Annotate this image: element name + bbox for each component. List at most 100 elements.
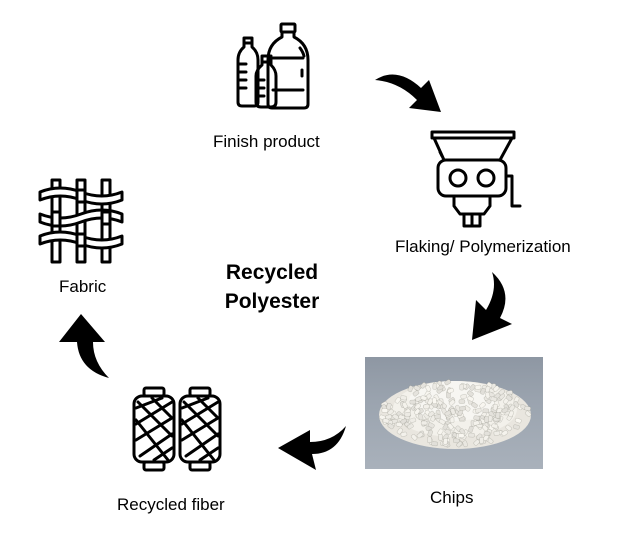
- chip-pellet: [420, 395, 428, 401]
- chip-pellet: [407, 385, 414, 393]
- chip-pellet: [409, 399, 417, 405]
- chip-pellet: [467, 395, 474, 402]
- chip-pellet: [414, 408, 421, 415]
- chip-pellet: [495, 412, 501, 419]
- chip-pellet: [480, 387, 486, 395]
- chip-pellet: [473, 439, 480, 446]
- plastic-chips-photo: [365, 357, 543, 469]
- chip-pellet: [474, 384, 482, 390]
- chip-pellet: [413, 385, 421, 391]
- chip-pellet: [392, 413, 399, 420]
- chip-pellet: [468, 432, 475, 438]
- chip-pellet: [454, 404, 462, 412]
- chip-pellet: [459, 405, 466, 411]
- chip-pellet: [498, 393, 506, 400]
- diagram-title: Recycled Polyester: [212, 258, 332, 316]
- chip-pellet: [468, 425, 474, 433]
- chip-pellet: [395, 421, 403, 428]
- chip-pellet: [381, 408, 389, 413]
- chip-pellet: [508, 410, 515, 418]
- chip-pellet: [485, 391, 491, 399]
- chip-pellet: [492, 403, 498, 411]
- chip-pellet: [404, 411, 412, 417]
- chip-pellet: [525, 410, 532, 417]
- chip-pellet: [444, 379, 452, 386]
- chip-pellet: [484, 416, 489, 423]
- chip-pellet: [457, 433, 465, 438]
- stage-label-finish-product: Finish product: [213, 132, 320, 151]
- chip-pellet: [428, 410, 435, 418]
- chip-pellet: [505, 424, 512, 432]
- chip-pellet: [431, 441, 438, 447]
- arrow-flaking-to-chips: [470, 272, 516, 342]
- chip-pellet: [400, 431, 408, 437]
- chip-pellet: [513, 401, 520, 408]
- title-line-1: Recycled: [225, 261, 319, 284]
- chip-pellet: [434, 413, 441, 420]
- chip-pellet: [469, 384, 476, 391]
- chip-pellet: [420, 420, 428, 426]
- chip-pellet: [398, 414, 406, 420]
- title-line-2: Polyester: [224, 290, 320, 313]
- chip-pellet: [387, 408, 394, 416]
- bottles-icon: [236, 22, 312, 110]
- chip-pellet: [474, 407, 482, 414]
- chip-pellet: [505, 394, 513, 402]
- chip-pellet: [425, 385, 432, 392]
- chip-pellet: [450, 408, 456, 415]
- chip-pellet: [458, 399, 466, 404]
- chip-pellet: [444, 410, 452, 417]
- woven-fabric-icon: [38, 178, 124, 264]
- chip-pellet: [409, 417, 417, 423]
- chip-pellet: [382, 418, 390, 424]
- chip-pellet: [459, 383, 465, 391]
- chip-pellet: [442, 423, 449, 431]
- chip-pellet: [394, 397, 402, 404]
- arrow-chips-to-fiber: [276, 424, 348, 474]
- chip-pellet: [460, 393, 468, 400]
- chip-pellet: [501, 407, 509, 414]
- chip-pellet: [407, 423, 414, 430]
- chip-pellet: [491, 423, 499, 429]
- chip-pellet: [513, 424, 520, 430]
- chip-pellet: [385, 414, 392, 420]
- chip-pellet: [447, 423, 454, 430]
- chips-pile: [379, 379, 532, 449]
- chip-pellet: [412, 390, 420, 397]
- chip-pellet: [386, 402, 392, 410]
- chip-pellet: [400, 395, 407, 401]
- chip-pellet: [467, 390, 474, 397]
- chip-pellet: [420, 382, 427, 389]
- chip-pellet: [422, 403, 430, 410]
- stage-label-flaking: Flaking/ Polymerization: [395, 237, 571, 256]
- chip-pellet: [448, 399, 456, 406]
- chip-pellet: [484, 385, 491, 393]
- chip-pellet: [472, 420, 480, 426]
- stage-label-chips: Chips: [430, 488, 474, 507]
- chip-pellet: [438, 418, 446, 425]
- chip-pellet: [387, 423, 395, 430]
- chip-pellet: [432, 383, 438, 390]
- chip-pellet: [452, 438, 460, 444]
- stage-label-fabric: Fabric: [59, 277, 107, 296]
- chip-pellet: [524, 405, 531, 411]
- chip-pellet: [473, 415, 481, 421]
- chip-pellet: [427, 429, 433, 437]
- chip-pellet: [447, 387, 454, 394]
- chip-pellet: [483, 430, 491, 437]
- chip-pellet: [481, 424, 489, 432]
- chip-pellet: [430, 414, 436, 422]
- chip-pellet: [427, 436, 432, 443]
- chip-pellet: [438, 434, 443, 441]
- chip-pellet: [471, 402, 478, 409]
- chip-pellet: [428, 422, 435, 429]
- chip-pellet: [444, 428, 452, 435]
- chip-pellet: [493, 430, 501, 436]
- chip-pellet: [418, 413, 424, 421]
- chip-pellet: [437, 428, 444, 436]
- arrow-fiber-to-fabric: [57, 312, 111, 380]
- chip-pellet: [459, 428, 466, 435]
- chip-pellet: [416, 432, 424, 439]
- stage-label-recycled-fiber: Recycled fiber: [117, 495, 225, 514]
- chip-pellet: [479, 402, 486, 409]
